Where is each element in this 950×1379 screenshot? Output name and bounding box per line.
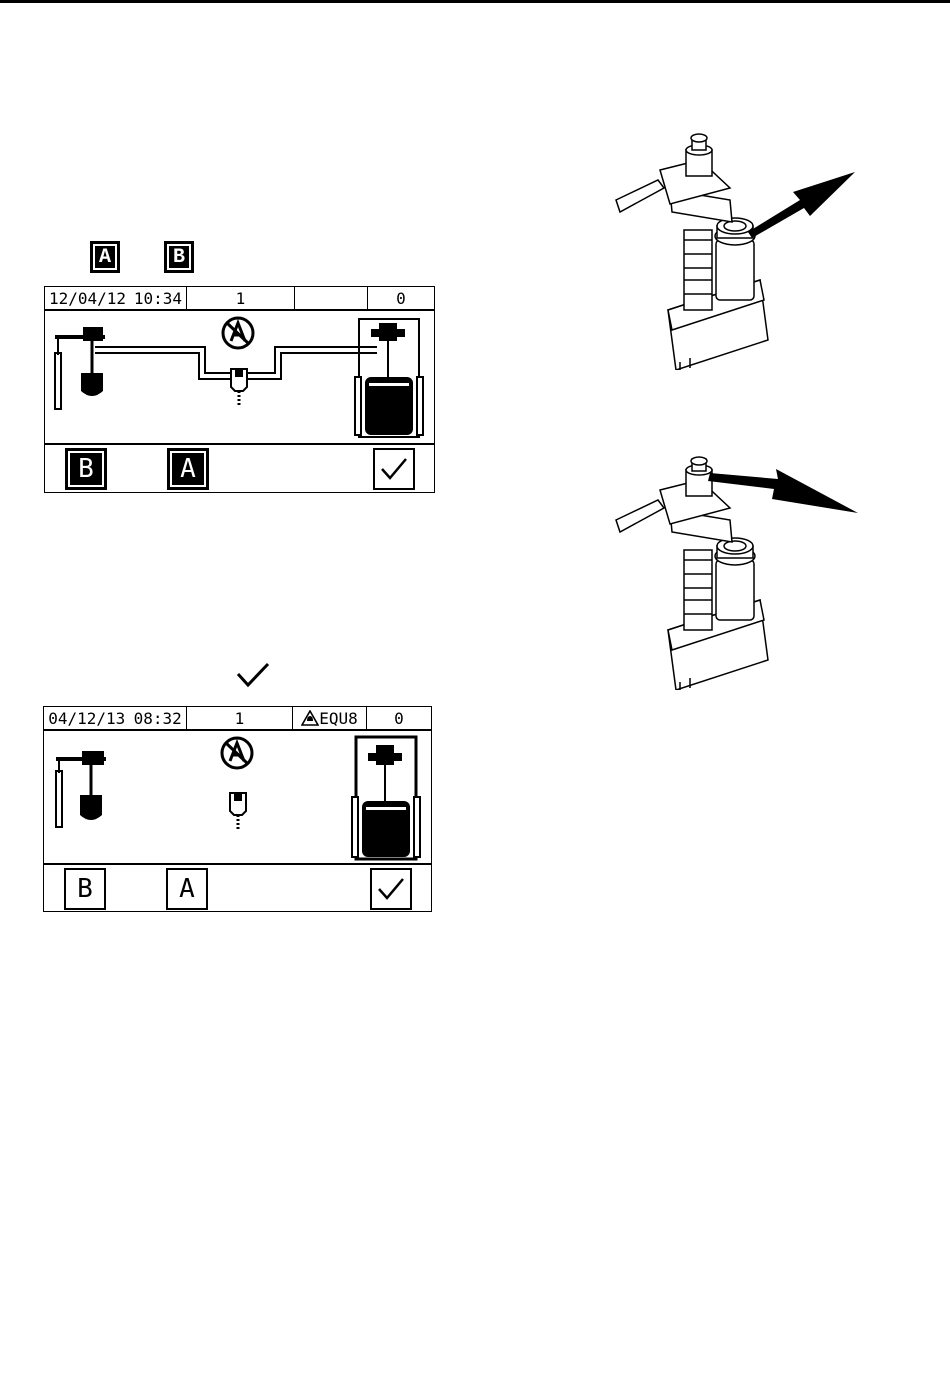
checkmark-icon [236,662,270,688]
mix-count: 1 [235,709,245,728]
date-text: 12/04/12 [49,289,126,308]
date-text: 04/12/13 [48,709,125,728]
pump-diagram-2 [44,731,431,863]
alarm-bell-icon [301,710,319,726]
display-screen-2: 04/12/13 08:32 1 EQU8 0 [43,706,432,912]
alarm-cell [295,287,368,309]
time-text: 10:34 [134,289,182,308]
accept-button[interactable] [373,448,415,490]
spray-gun-icon [231,369,247,407]
accept-button[interactable] [370,868,412,910]
counter-cell: 0 [368,287,434,309]
pump-a-drum-icon [352,737,420,859]
softkey-bar-1: B A [45,443,434,492]
counter-text: 0 [396,289,406,308]
softkey-b-label: B [78,454,94,484]
softkey-a-label: A [179,874,195,904]
key-icon-a: A [90,241,120,273]
pump-b-icon [55,327,105,409]
softkey-bar-2: B A [44,863,431,911]
valve-illustration-2 [600,455,870,690]
key-icon-b-label: B [173,246,185,269]
alarm-cell: EQU8 [293,707,367,729]
mix-count: 1 [236,289,246,308]
arrow-icon [748,172,855,238]
spray-gun-icon [230,793,246,829]
pump-diagram-1 [45,311,434,443]
datetime-cell: 12/04/12 10:34 [45,287,187,309]
no-pump-icon [223,318,253,348]
softkey-b[interactable]: B [65,448,107,490]
status-bar-2: 04/12/13 08:32 1 EQU8 0 [44,707,431,731]
mix-count-cell: 1 [187,287,295,309]
counter-cell: 0 [367,707,431,729]
pump-b-icon [56,751,106,827]
counter-text: 0 [394,709,404,728]
checkmark-icon [376,876,406,902]
softkey-b[interactable]: B [64,868,106,910]
arrow-icon [708,469,858,513]
datetime-cell: 04/12/13 08:32 [44,707,187,729]
checkmark-icon [379,456,409,482]
key-icon-b: B [164,241,194,273]
softkey-a[interactable]: A [167,448,209,490]
status-bar-1: 12/04/12 10:34 1 0 [45,287,434,311]
page-top-rule [0,0,950,3]
display-screen-1: 12/04/12 10:34 1 0 [44,286,435,493]
key-icon-a-label: A [99,246,111,269]
mix-count-cell: 1 [187,707,293,729]
alarm-text: EQU8 [319,709,358,728]
softkey-a-label: A [180,454,196,484]
time-text: 08:32 [134,709,182,728]
softkey-b-label: B [77,874,93,904]
valve-illustration-1 [600,130,870,370]
softkey-a[interactable]: A [166,868,208,910]
no-pump-icon [222,738,252,768]
pump-a-drum-icon [355,319,423,437]
